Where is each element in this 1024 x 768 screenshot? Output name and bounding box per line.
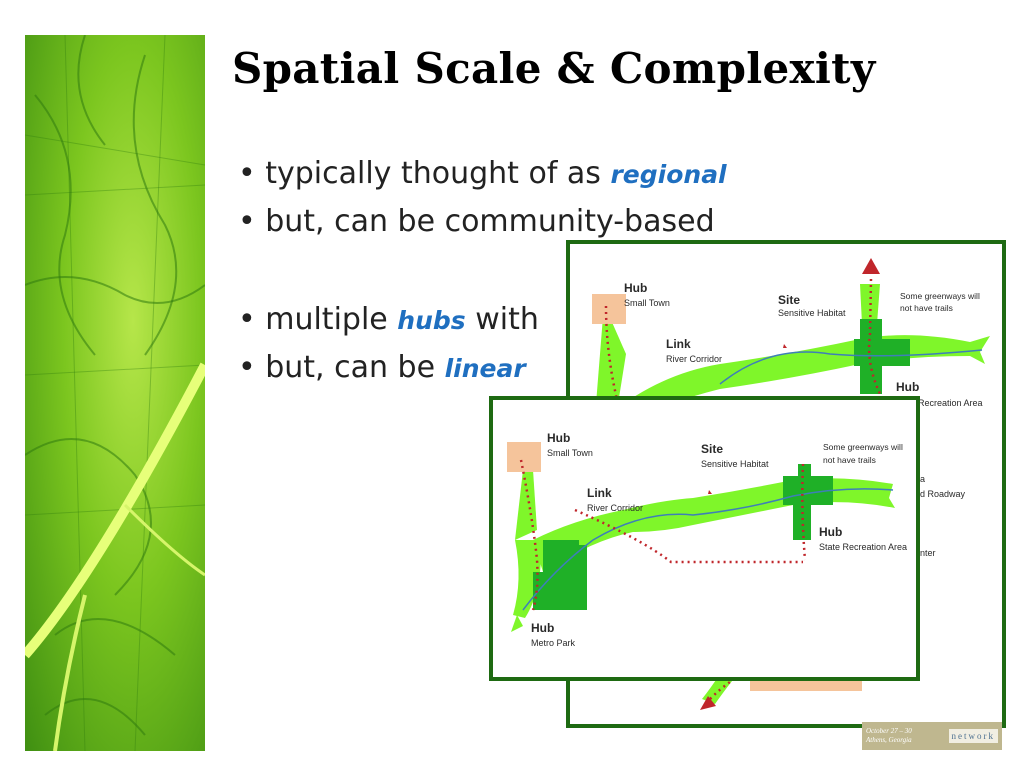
bullet-item: • typically thought of as regional — [238, 156, 727, 191]
note-line: Some greenways will — [900, 291, 980, 301]
hub-label: Hub — [819, 525, 842, 539]
hub-label: Hub — [547, 431, 570, 445]
partial-label: nter — [920, 548, 936, 558]
link-label: Link — [666, 337, 691, 351]
highlight-word: linear — [444, 354, 526, 383]
site-sublabel: Sensitive Habitat — [778, 308, 846, 318]
highlight-word: regional — [610, 160, 727, 189]
hub-sublabel: State Recreation Area — [819, 542, 907, 552]
site-label: Site — [778, 293, 800, 307]
partial-label: a — [920, 474, 925, 484]
link-label: Link — [587, 486, 612, 500]
page-title: Spatial Scale & Complexity — [232, 44, 876, 93]
conference-logo: October 27 – 30 Athens, Georgia network — [862, 722, 1002, 750]
hub-label: Hub — [896, 380, 919, 394]
link-sublabel: River Corridor — [587, 503, 643, 513]
hub-label: Hub — [531, 621, 554, 635]
link-sublabel: River Corridor — [666, 354, 722, 364]
bullet-item: • but, can be community-based — [238, 204, 715, 239]
site-sublabel: Sensitive Habitat — [701, 459, 769, 469]
bullet-item: • but, can be linear — [238, 350, 526, 385]
site-label: Site — [701, 442, 723, 456]
hub-sublabel: Small Town — [547, 448, 593, 458]
network-wordmark: network — [948, 729, 998, 743]
hub-sublabel: Small Town — [624, 298, 670, 308]
hub-label: Hub — [624, 281, 647, 295]
hub-sublabel: Metro Park — [531, 638, 576, 648]
hub-sublabel: Recreation Area — [918, 398, 983, 408]
note-line: not have trails — [900, 303, 953, 313]
note-line: Some greenways will — [823, 442, 903, 452]
bullet-item: • multiple hubs with — [238, 302, 539, 337]
note-line: not have trails — [823, 455, 876, 465]
highlight-word: hubs — [397, 306, 466, 335]
partial-label: d Roadway — [920, 489, 966, 499]
greenway-diagram-front: Hub Small Town Link River Corridor Site … — [489, 396, 920, 681]
leaf-image — [25, 35, 205, 751]
